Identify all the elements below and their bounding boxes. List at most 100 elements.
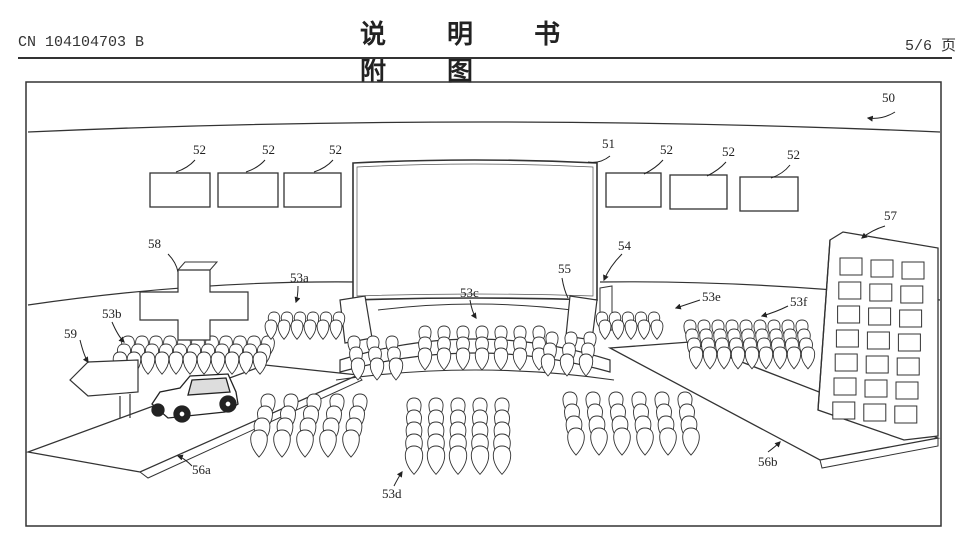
building-window — [866, 331, 890, 350]
page-number: 5/6 页 — [904, 38, 956, 55]
side-screen — [605, 172, 662, 208]
label-52-e: 52 — [722, 144, 735, 159]
building-window — [894, 405, 918, 424]
seat — [688, 346, 704, 370]
seat — [224, 351, 240, 375]
label-52-b: 52 — [262, 142, 275, 157]
seat — [512, 347, 528, 371]
seat — [316, 319, 330, 341]
seat — [196, 351, 212, 375]
platform — [335, 369, 615, 381]
building-window — [838, 281, 862, 300]
label-53c: 53c — [460, 285, 479, 300]
building-window — [870, 259, 894, 278]
building-window — [833, 377, 857, 396]
seat — [417, 347, 433, 371]
label-53d: 53d — [382, 486, 402, 501]
seat — [350, 357, 366, 381]
building-window — [901, 261, 925, 280]
seat — [559, 353, 575, 377]
seat — [238, 351, 254, 375]
car — [151, 373, 239, 423]
seat — [388, 357, 404, 381]
seat — [682, 427, 700, 456]
label-50: 50 — [882, 90, 895, 105]
building-window — [865, 355, 889, 374]
label-56b: 56b — [758, 454, 778, 469]
label-56a: 56a — [192, 462, 211, 477]
seat — [744, 346, 760, 370]
main-screen — [352, 159, 598, 301]
stage-edge — [377, 303, 573, 311]
seat — [252, 351, 268, 375]
label-52-d: 52 — [660, 142, 673, 157]
seat — [182, 351, 198, 375]
side-screens — [149, 172, 799, 212]
seat — [296, 429, 314, 458]
cross-sign-58 — [139, 269, 249, 341]
side-screen — [669, 174, 728, 210]
seat — [436, 347, 452, 371]
seat — [578, 353, 594, 377]
seat — [659, 427, 677, 456]
building-window — [896, 357, 920, 376]
seat — [613, 427, 631, 456]
building-window — [868, 307, 892, 326]
seat — [277, 319, 291, 341]
seat — [624, 319, 638, 341]
label-53b: 53b — [102, 306, 122, 321]
seat — [800, 346, 816, 370]
seat — [636, 427, 654, 456]
building-window — [832, 401, 856, 420]
label-57: 57 — [884, 208, 898, 223]
seat — [758, 346, 774, 370]
label-53e: 53e — [702, 289, 721, 304]
label-52-a: 52 — [193, 142, 206, 157]
label-51: 51 — [602, 136, 615, 151]
side-screen — [149, 172, 211, 208]
side-screen — [739, 176, 799, 212]
building-windows — [832, 257, 925, 424]
figure-border — [25, 81, 942, 527]
building-window — [900, 285, 924, 304]
label-53f: 53f — [790, 294, 808, 309]
label-55: 55 — [558, 261, 571, 276]
seat — [590, 427, 608, 456]
seat — [611, 319, 625, 341]
seat — [637, 319, 651, 341]
side-screen — [217, 172, 279, 208]
seat — [650, 319, 664, 341]
seat — [772, 346, 788, 370]
label-54: 54 — [618, 238, 632, 253]
seat — [470, 445, 490, 476]
building-window — [864, 379, 888, 398]
seat — [540, 353, 556, 377]
label-52-c: 52 — [329, 142, 342, 157]
seat — [404, 445, 424, 476]
building-window — [869, 283, 893, 302]
seat — [250, 429, 268, 458]
arrow-sign-59 — [69, 359, 139, 418]
seat — [716, 346, 732, 370]
seat — [329, 319, 343, 341]
seat — [492, 445, 512, 476]
seat — [342, 429, 360, 458]
walkway-right-edge — [819, 438, 939, 469]
back-wall-top — [27, 121, 941, 133]
seat — [448, 445, 468, 476]
label-59: 59 — [64, 326, 77, 341]
seat — [455, 347, 471, 371]
side-screen — [283, 172, 342, 208]
building-window — [837, 305, 861, 324]
label-52-f: 52 — [787, 147, 800, 162]
building-window — [835, 329, 859, 348]
seat — [264, 319, 278, 341]
seat — [426, 445, 446, 476]
building-window — [899, 309, 923, 328]
building-window — [834, 353, 858, 372]
header-rule — [18, 57, 952, 59]
building-window — [863, 403, 887, 422]
seat — [369, 357, 385, 381]
cross-sign-depth — [177, 261, 219, 271]
